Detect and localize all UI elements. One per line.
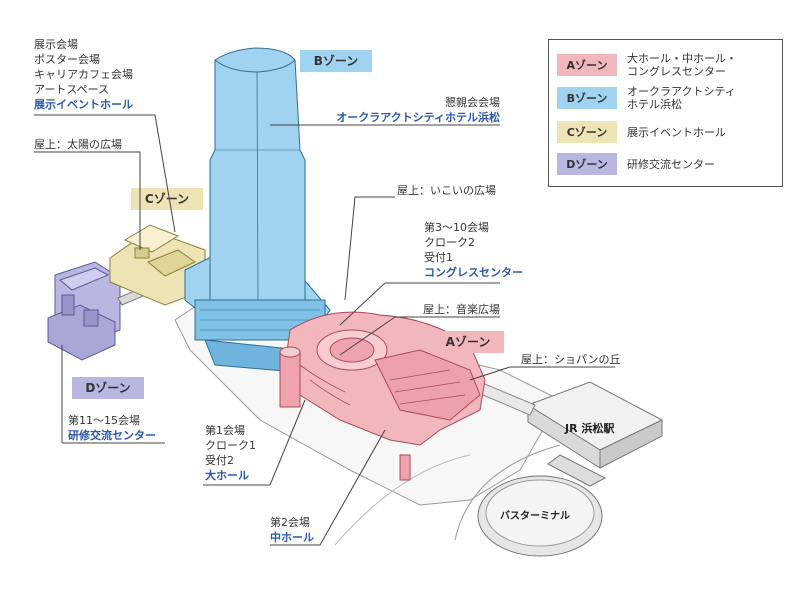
hotel-name: オークラアクトシティホテル浜松	[336, 111, 500, 124]
congress-line: 受付1	[424, 251, 453, 264]
exhibition-line: アートスペース	[34, 83, 110, 96]
exhibition-line: 展示会場	[34, 38, 78, 51]
jr-station-label: JR 浜松駅	[565, 422, 615, 435]
legend-swatch-c: Cゾーン	[557, 121, 617, 143]
middle-hall-name: 中ホール	[270, 531, 314, 544]
main-hall-line: クローク1	[205, 439, 256, 452]
congress-label: 第3〜10会場 クローク2 受付1 コングレスセンター	[424, 220, 523, 280]
legend-item-a: Aゾーン 大ホール・中ホール・ コングレスセンター	[557, 52, 737, 78]
main-hall-name: 大ホール	[205, 469, 249, 482]
legend-swatch-d: Dゾーン	[557, 153, 617, 175]
bus-terminal-label: バスターミナル	[500, 511, 570, 522]
middle-hall-label: 第2会場 中ホール	[270, 515, 314, 545]
legend-item-b: Bゾーン オークラアクトシティ ホテル浜松	[557, 85, 736, 111]
training-name: 研修交流センター	[68, 429, 156, 442]
middle-hall-line: 第2会場	[270, 516, 310, 529]
zone-d-tag: Dゾーン	[72, 377, 144, 399]
jr-station-shape	[526, 381, 664, 487]
hotel-line: 懇親会会場	[445, 96, 500, 109]
zone-d-building	[47, 261, 121, 361]
zone-b-tower	[184, 47, 331, 373]
exhibition-name: 展示イベントホール	[34, 98, 133, 111]
main-hall-line: 第1会場	[205, 424, 245, 437]
congress-line: 第3〜10会場	[424, 221, 489, 234]
legend-text-c: 展示イベントホール	[627, 126, 726, 139]
roof-ikoi-label: 屋上：いこいの広場	[397, 184, 496, 197]
legend-line: オークラアクトシティ	[627, 85, 736, 98]
roof-music-label: 屋上：音楽広場	[423, 303, 500, 316]
congress-line: クローク2	[424, 236, 475, 249]
legend: Aゾーン 大ホール・中ホール・ コングレスセンター Bゾーン オークラアクトシテ…	[548, 39, 783, 187]
training-label: 第11〜15会場 研修交流センター	[68, 413, 156, 443]
legend-text-a: 大ホール・中ホール・ コングレスセンター	[627, 52, 737, 78]
congress-name: コングレスセンター	[424, 266, 523, 279]
legend-text-b: オークラアクトシティ ホテル浜松	[627, 85, 736, 111]
zone-b-tag: Bゾーン	[300, 50, 372, 72]
hotel-label: 懇親会会場 オークラアクトシティホテル浜松	[325, 95, 500, 125]
main-hall-label: 第1会場 クローク1 受付2 大ホール	[205, 423, 256, 483]
zone-a-tag: Aゾーン	[432, 331, 504, 353]
legend-line: ホテル浜松	[627, 98, 682, 111]
legend-line: 大ホール・中ホール・	[627, 52, 737, 65]
legend-line: コングレスセンター	[627, 65, 726, 78]
exhibition-line: ポスター会場	[34, 53, 100, 66]
legend-swatch-a: Aゾーン	[557, 54, 617, 76]
training-line: 第11〜15会場	[68, 414, 140, 427]
legend-item-d: Dゾーン 研修交流センター	[557, 151, 715, 177]
legend-swatch-b: Bゾーン	[557, 87, 617, 109]
legend-text-d: 研修交流センター	[627, 158, 715, 171]
roof-chopin-label: 屋上：ショパンの丘	[521, 353, 621, 366]
street-line	[454, 444, 561, 541]
legend-item-c: Cゾーン 展示イベントホール	[557, 119, 726, 145]
roof-sun-label: 屋上：太陽の広場	[34, 138, 122, 151]
legend-line: 展示イベントホール	[627, 125, 726, 139]
zone-c-tag: Cゾーン	[131, 188, 203, 210]
main-hall-line: 受付2	[205, 454, 234, 467]
exhibition-label: 展示会場 ポスター会場 キャリアカフェ会場 アートスペース 展示イベントホール	[34, 37, 133, 112]
legend-line: 研修交流センター	[627, 157, 715, 171]
exhibition-line: キャリアカフェ会場	[34, 68, 133, 81]
